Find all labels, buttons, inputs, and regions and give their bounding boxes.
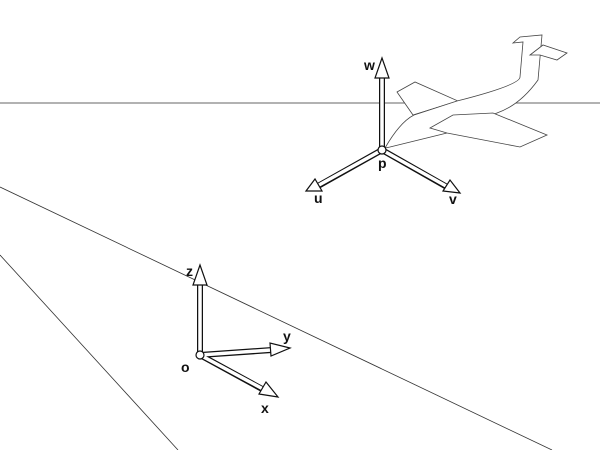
x-axis [199,353,264,391]
y-arrowhead [269,342,292,357]
airplane [384,34,568,149]
z-arrowhead [192,263,208,286]
u-axis [318,148,383,187]
ground-line-1 [0,186,553,450]
label-y: y [283,328,291,344]
label-v: v [449,191,457,207]
airplane-horizontal-stabilizer [528,44,568,61]
label-z: z [186,263,193,279]
label-u: u [314,190,323,206]
label-o: o [181,359,190,375]
label-x: x [261,400,269,416]
w-arrowhead [374,56,390,79]
world-frame-axes: z y o x [181,263,292,416]
body-frame-axes: w p u v [304,56,462,207]
origin-p-joint [377,145,387,155]
label-w: w [363,57,375,73]
v-axis [381,148,447,188]
airplane-main-wing [428,112,549,148]
u-arrowhead [304,177,324,192]
v-arrowhead [441,178,462,194]
origin-o-joint [195,350,205,360]
label-p: p [378,155,387,171]
x-arrowhead [258,380,280,398]
y-axis [199,348,272,357]
airplane-fuselage [384,34,543,149]
ground-line-2 [0,254,179,450]
